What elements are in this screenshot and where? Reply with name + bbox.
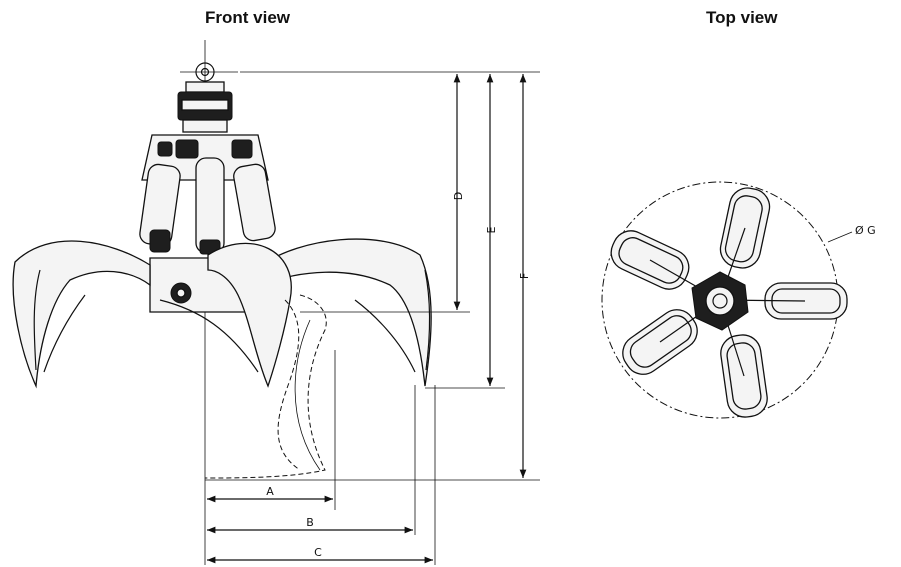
tine-left <box>12 240 151 389</box>
diameter-leader <box>827 231 853 243</box>
cylinder-right <box>233 163 276 242</box>
dim-label-D: D <box>452 192 465 200</box>
top-view-title: Top view <box>706 8 778 27</box>
tine-center <box>207 242 292 388</box>
tine-right <box>261 238 432 387</box>
dim-label-E: E <box>485 226 498 233</box>
dim-label-G: Ø G <box>855 224 876 237</box>
top-view-drawing: Ø G <box>601 181 876 419</box>
front-view-drawing: D E F A B C <box>12 40 540 565</box>
front-view-title: Front view <box>205 8 291 27</box>
dim-label-B: B <box>306 516 314 529</box>
dim-label-A: A <box>266 485 274 498</box>
open-tine-outline <box>204 294 327 479</box>
dim-label-F: F <box>518 273 531 279</box>
cylinder-center <box>195 157 225 254</box>
rotator-link <box>185 81 225 93</box>
dim-label-C: C <box>314 546 322 559</box>
lifting-eye <box>195 62 215 82</box>
